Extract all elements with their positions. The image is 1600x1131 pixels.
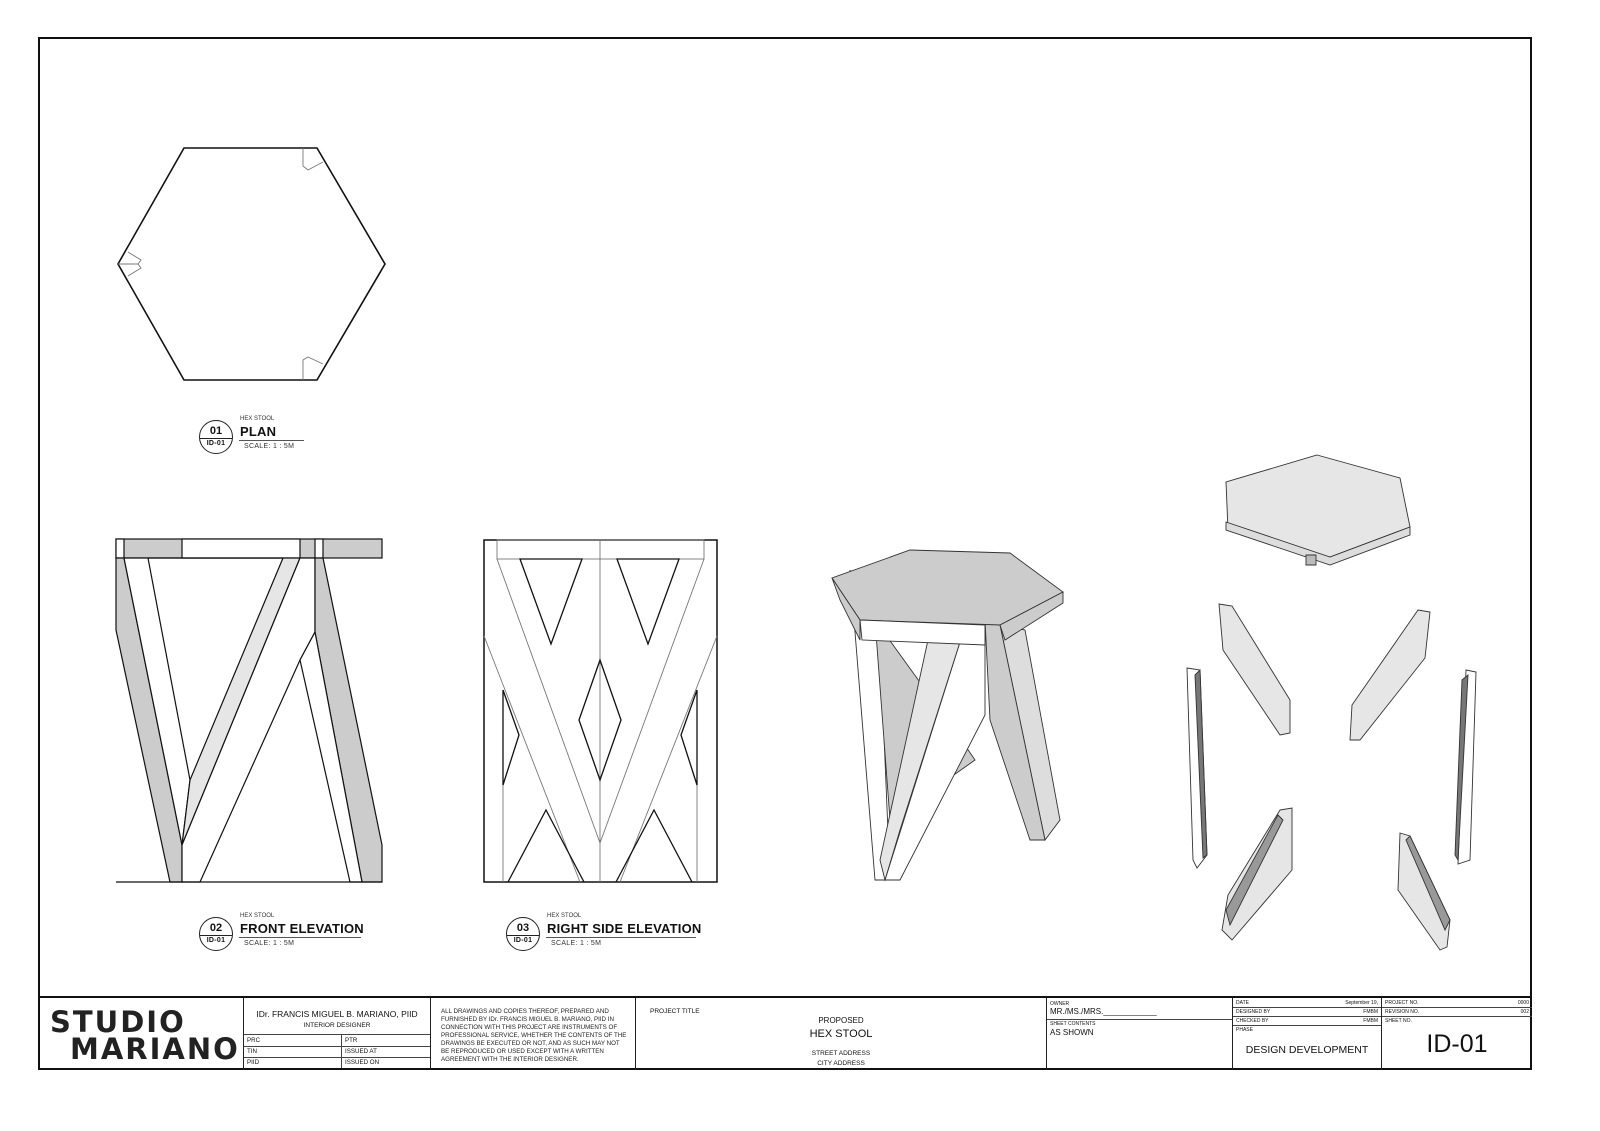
drawing-subtitle: HEX STOOL bbox=[240, 416, 275, 422]
license-label: PTR bbox=[341, 1035, 357, 1046]
drawing-title: RIGHT SIDE ELEVATION bbox=[547, 921, 702, 936]
license-row: PRC PTR bbox=[244, 1035, 430, 1047]
license-label: ISSUED ON bbox=[341, 1057, 379, 1068]
street-address: STREET ADDRESS bbox=[811, 1050, 871, 1057]
owner-value: MR./MS./MRS.____________ bbox=[1050, 1007, 1157, 1016]
designer-role: INTERIOR DESIGNER bbox=[303, 1022, 371, 1029]
license-label: PRC bbox=[247, 1037, 261, 1044]
revision-no-row: REVISION NO. 002 bbox=[1382, 1007, 1532, 1017]
studio-logo: STUDIO MARIANO bbox=[38, 998, 243, 1070]
meta-block: DATE September 19, DESIGNED BY FMBM CHEC… bbox=[1232, 998, 1381, 1070]
tag-circle: 01 ID-01 bbox=[199, 420, 233, 454]
front-elevation-view bbox=[115, 538, 383, 883]
plan-view bbox=[117, 147, 386, 381]
date-value: September 19, bbox=[1345, 1000, 1378, 1006]
sheet-contents-label: SHEET CONTENTS bbox=[1050, 1021, 1096, 1027]
owner-label: OWNER bbox=[1050, 1001, 1070, 1007]
license-label: TIN bbox=[247, 1048, 257, 1055]
designed-by-row: DESIGNED BY FMBM bbox=[1233, 1007, 1381, 1017]
designer-name: IDr. FRANCIS MIGUEL B. MARIANO, PIID bbox=[256, 1009, 418, 1019]
sheet-reference: ID-01 bbox=[513, 937, 533, 944]
drawing-subtitle: HEX STOOL bbox=[547, 913, 582, 919]
designed-by-value: FMBM bbox=[1363, 1009, 1378, 1015]
sheet-number-block: PROJECT NO. 0000 REVISION NO. 002 SHEET … bbox=[1381, 998, 1532, 1070]
checked-by-value: FMBM bbox=[1363, 1018, 1378, 1024]
project-title-block: PROJECT TITLE PROPOSED HEX STOOL STREET … bbox=[635, 998, 1046, 1070]
disclaimer-text: ALL DRAWINGS AND COPIES THEREOF, PREPARE… bbox=[441, 1008, 627, 1063]
checked-by-row: CHECKED BY FMBM bbox=[1233, 1016, 1381, 1026]
sheet-no-label: SHEET NO. bbox=[1385, 1018, 1412, 1024]
phase-value: DESIGN DEVELOPMENT bbox=[1245, 1044, 1369, 1056]
license-label: PIID bbox=[247, 1059, 260, 1066]
project-title-label: PROJECT TITLE bbox=[650, 1008, 700, 1015]
revision-no-label: REVISION NO. bbox=[1385, 1009, 1420, 1015]
sheet-reference: ID-01 bbox=[206, 440, 226, 447]
drawing-number: 01 bbox=[209, 425, 223, 437]
owner-block: OWNER MR./MS./MRS.____________ SHEET CON… bbox=[1046, 998, 1232, 1070]
tag-circle: 03 ID-01 bbox=[506, 917, 540, 951]
designer-info: IDr. FRANCIS MIGUEL B. MARIANO, PIID INT… bbox=[243, 998, 430, 1070]
city-address: CITY ADDRESS bbox=[817, 1060, 865, 1067]
sheet-no-value: ID-01 bbox=[1426, 1030, 1488, 1058]
designed-by-label: DESIGNED BY bbox=[1236, 1009, 1271, 1015]
license-grid: PRC PTR TIN ISSUED AT PIID ISSUED ON bbox=[244, 1034, 430, 1070]
studio-name-line2: MARIANO bbox=[70, 1032, 240, 1066]
license-row: PIID ISSUED ON bbox=[244, 1057, 430, 1068]
tag-circle: 02 ID-01 bbox=[199, 917, 233, 951]
revision-no-value: 002 bbox=[1520, 1009, 1529, 1015]
drawing-sheet-border bbox=[38, 37, 1532, 1070]
project-name: HEX STOOL bbox=[809, 1028, 873, 1040]
drawing-number: 02 bbox=[209, 922, 223, 934]
license-label: ISSUED AT bbox=[341, 1046, 377, 1057]
date-row: DATE September 19, bbox=[1233, 998, 1381, 1008]
studio-name-line1: STUDIO bbox=[50, 1005, 186, 1039]
sheet-reference: ID-01 bbox=[206, 937, 226, 944]
checked-by-label: CHECKED BY bbox=[1236, 1018, 1269, 1024]
project-no-label: PROJECT NO. bbox=[1385, 1000, 1419, 1006]
disclaimer: ALL DRAWINGS AND COPIES THEREOF, PREPARE… bbox=[430, 998, 635, 1070]
license-row: TIN ISSUED AT bbox=[244, 1046, 430, 1058]
drawing-scale: SCALE: 1 : 5M bbox=[551, 940, 602, 947]
drawing-scale: SCALE: 1 : 5M bbox=[244, 443, 295, 450]
phase-label: PHASE bbox=[1236, 1027, 1253, 1033]
exploded-view bbox=[1186, 454, 1477, 951]
date-label: DATE bbox=[1236, 1000, 1249, 1006]
drawing-subtitle: HEX STOOL bbox=[240, 913, 275, 919]
drawing-scale: SCALE: 1 : 5M bbox=[244, 940, 295, 947]
drawing-title: PLAN bbox=[240, 424, 277, 439]
right-side-elevation-view bbox=[483, 539, 718, 883]
project-no-row: PROJECT NO. 0000 bbox=[1382, 998, 1532, 1008]
drawing-number: 03 bbox=[516, 922, 530, 934]
project-proposed: PROPOSED bbox=[818, 1016, 864, 1025]
title-block: STUDIO MARIANO IDr. FRANCIS MIGUEL B. MA… bbox=[38, 996, 1532, 1070]
sheet-contents-value: AS SHOWN bbox=[1050, 1028, 1094, 1037]
drawing-title: FRONT ELEVATION bbox=[240, 921, 364, 936]
project-no-value: 0000 bbox=[1517, 1000, 1529, 1006]
perspective-view bbox=[831, 549, 1064, 882]
